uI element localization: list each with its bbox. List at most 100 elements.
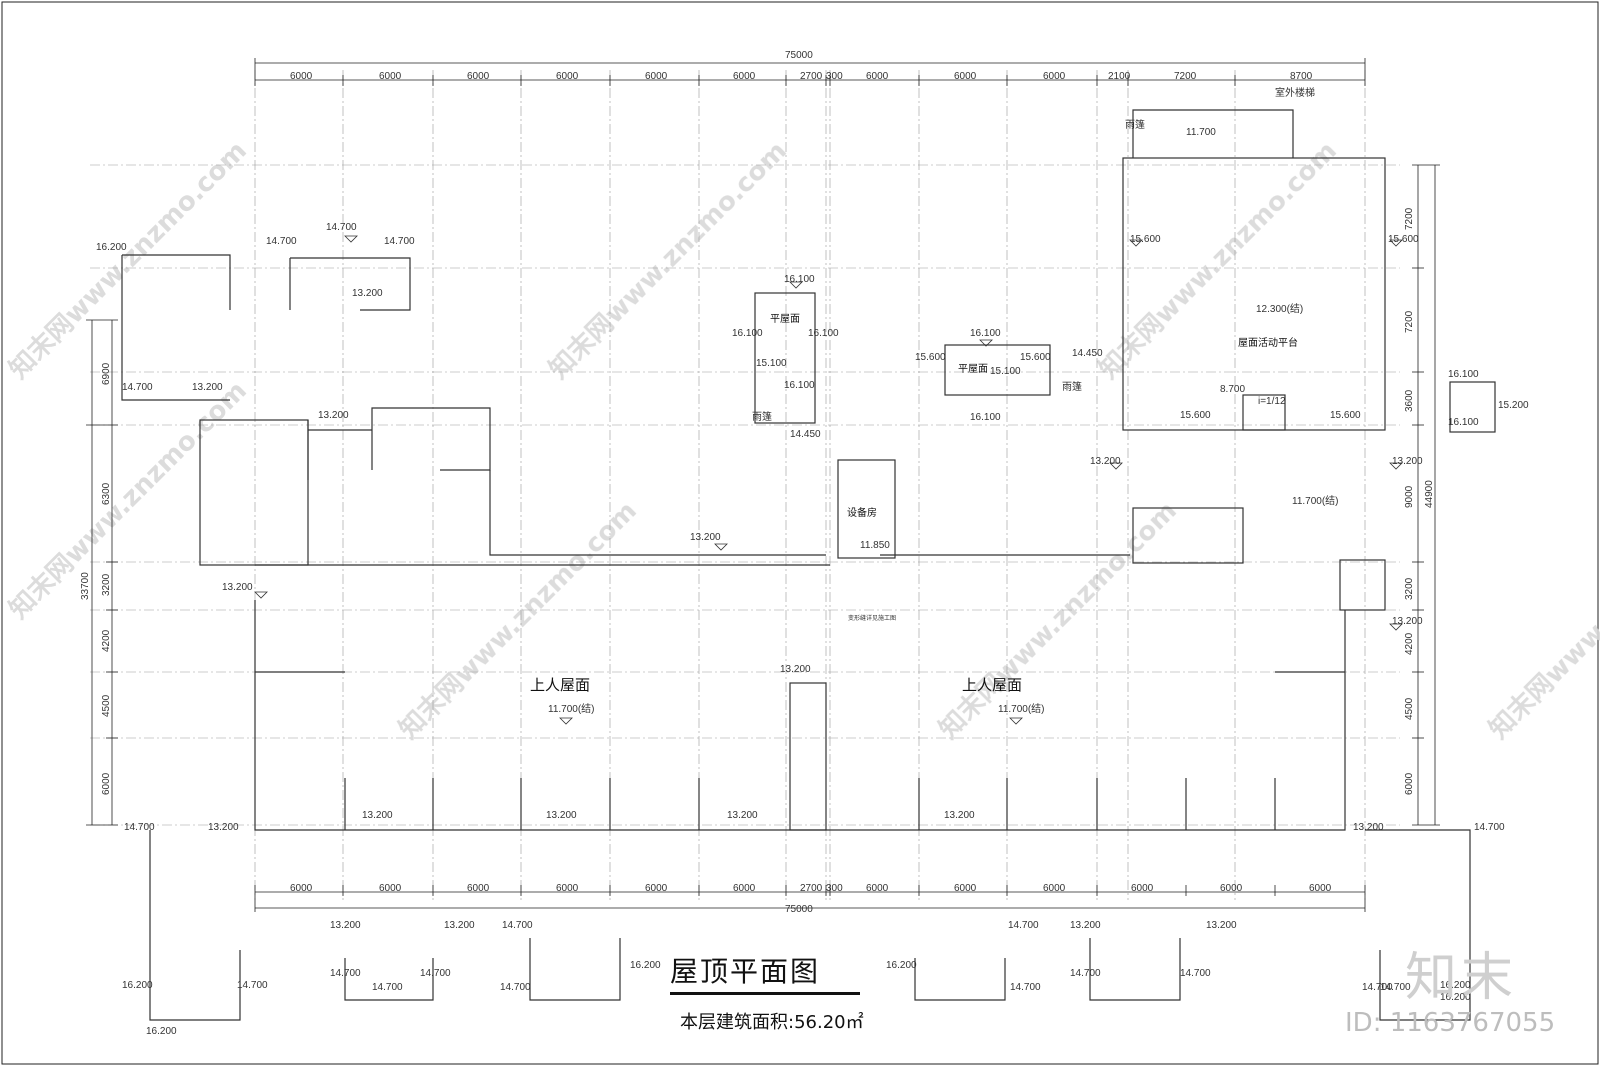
level-value: 16.100 — [784, 274, 815, 285]
bottom-dim: 6000 — [733, 883, 756, 894]
level-value: 14.700 — [502, 920, 533, 931]
label-canopy: 雨篷 — [752, 410, 772, 423]
level-value: 13.200 — [208, 822, 239, 833]
level-value: 11.700 — [1186, 127, 1216, 138]
top-dimension-lines — [254, 58, 1366, 86]
level-value: 16.200 — [886, 960, 917, 971]
watermark-id: ID: 1163767055 — [1345, 1008, 1556, 1038]
level-value: 14.700 — [1070, 968, 1101, 979]
level-value: 16.100 — [970, 412, 1001, 423]
bottom-dim: 6000 — [866, 883, 889, 894]
right-dim: 3200 — [1404, 577, 1415, 600]
level-value: 15.600 — [915, 352, 946, 363]
level-value: 11.700(结) — [1292, 494, 1339, 507]
left-dim: 6300 — [101, 482, 112, 505]
level-value: 14.700 — [372, 982, 403, 993]
label-flat-roof-2: 平屋面 — [958, 363, 988, 375]
watermark-text: 知末网www.znzmo.com — [4, 136, 253, 385]
level-value: 14.700 — [384, 236, 415, 247]
level-value: 14.700 — [266, 236, 297, 247]
bottom-dim: 2700 — [800, 883, 823, 894]
watermark-text: 知末网www.znzmo.com — [934, 496, 1183, 745]
watermark-group: 知末网www.znzmo.com 知末网www.znzmo.com 知末网www… — [4, 136, 1600, 745]
top-dim: 6000 — [467, 71, 490, 82]
level-value: 16.100 — [1448, 369, 1479, 380]
level-value: 16.100 — [1448, 417, 1479, 428]
right-dimension-lines — [1412, 164, 1440, 826]
level-value: 11.850 — [860, 540, 890, 551]
bottom-dim: 6000 — [467, 883, 490, 894]
drawing-title: 屋顶平面图 — [670, 955, 821, 988]
top-dim: 6000 — [1043, 71, 1066, 82]
label-small-note: 变形缝详见施工图 — [848, 614, 896, 622]
label-accessible-roof-left: 上人屋面 — [530, 676, 590, 694]
level-value: 13.200 — [1206, 920, 1237, 931]
bottom-dim-labels: 6000 6000 6000 6000 6000 6000 2700 300 6… — [290, 883, 1332, 894]
level-value: 14.700 — [124, 822, 155, 833]
level-value: 14.700 — [1008, 920, 1039, 931]
bottom-dim: 6000 — [1220, 883, 1243, 894]
label-equipment-room: 设备房 — [847, 506, 877, 519]
bottom-dim: 6000 — [1043, 883, 1066, 894]
level-value: 15.100 — [756, 358, 787, 369]
bottom-dim: 300 — [826, 883, 843, 894]
level-value: 8.700 — [1220, 384, 1245, 395]
level-value: 13.200 — [444, 920, 475, 931]
right-dim: 6000 — [1404, 772, 1415, 795]
level-value: 13.200 — [330, 920, 361, 931]
level-value: 16.200 — [146, 1026, 177, 1037]
right-dim: 4200 — [1404, 632, 1415, 655]
level-value: 16.200 — [96, 242, 127, 253]
level-value: 14.700 — [1010, 982, 1041, 993]
level-value: 16.100 — [784, 380, 815, 391]
level-markers — [254, 235, 1403, 725]
label-canopy: 雨篷 — [1062, 380, 1082, 393]
bottom-dim: 6000 — [1309, 883, 1332, 894]
level-value: 13.200 — [1353, 822, 1384, 833]
bottom-dim: 6000 — [556, 883, 579, 894]
dim-overall-top: 75000 — [785, 50, 813, 61]
bottom-dim: 6000 — [1131, 883, 1154, 894]
left-dim: 4500 — [101, 694, 112, 717]
top-dim: 6000 — [290, 71, 313, 82]
watermark-text: 知末网www.znzmo.com — [394, 496, 643, 745]
level-value: 13.200 — [780, 664, 811, 675]
label-canopy: 雨篷 — [1125, 118, 1145, 131]
top-dim: 6000 — [733, 71, 756, 82]
level-value: 15.100 — [990, 366, 1021, 377]
top-dim: 7200 — [1174, 71, 1197, 82]
left-dim: 3200 — [101, 573, 112, 596]
level-value: 14.700 — [326, 222, 357, 233]
level-values: 16.200 14.700 14.700 14.700 13.200 14.70… — [96, 127, 1529, 1037]
level-value: 16.200 — [1440, 980, 1471, 991]
left-total-dim: 33700 — [80, 572, 91, 600]
watermark-text: 知末网www.znzmo.com — [1094, 136, 1343, 385]
level-value: 15.200 — [1498, 400, 1529, 411]
level-value: 14.700 — [420, 968, 451, 979]
level-value: 14.700 — [1362, 982, 1393, 993]
level-value: 16.200 — [1440, 992, 1471, 1003]
wall-outlines — [121, 109, 1496, 1021]
top-dim: 2100 — [1108, 71, 1131, 82]
level-value: 13.200 — [944, 810, 975, 821]
level-value: 13.200 — [546, 810, 577, 821]
right-dim: 3600 — [1404, 389, 1415, 412]
top-dim-labels: 6000 6000 6000 6000 6000 6000 2700 300 6… — [290, 71, 1313, 82]
bottom-dim: 6000 — [954, 883, 977, 894]
top-dim: 300 — [826, 71, 843, 82]
top-dim: 6000 — [645, 71, 668, 82]
level-value: 16.200 — [122, 980, 153, 991]
level-value: 14.700 — [1380, 982, 1411, 993]
floor-area-label: 本层建筑面积:56.20㎡ — [680, 1012, 864, 1033]
watermark-brand: 知末 — [1405, 948, 1518, 1008]
left-dim: 6000 — [101, 772, 112, 795]
bottom-dim: 6000 — [290, 883, 313, 894]
level-value: 14.700 — [237, 980, 268, 991]
level-value: 13.200 — [192, 382, 223, 393]
level-value: 15.600 — [1130, 234, 1161, 245]
left-dimension-lines — [86, 319, 118, 826]
level-value: 13.200 — [318, 410, 349, 421]
bottom-dimension-lines — [254, 885, 1366, 912]
watermark-text: 知末网www.znzmo.com — [4, 376, 253, 625]
level-value: 13.200 — [690, 532, 721, 543]
